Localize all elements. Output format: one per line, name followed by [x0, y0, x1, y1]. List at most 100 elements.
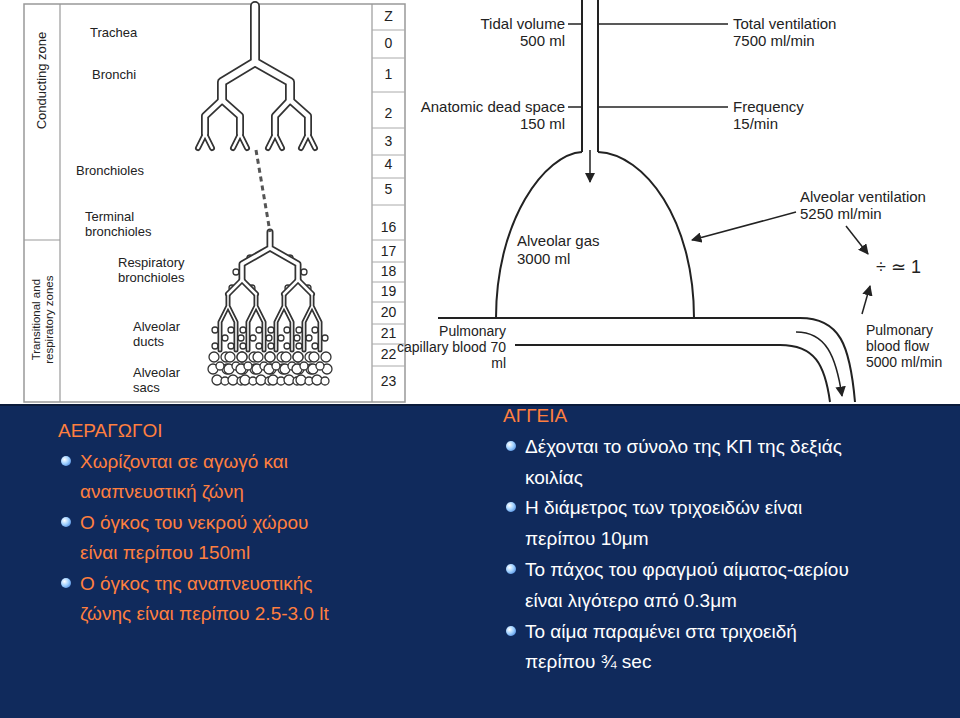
airway-wall: [242, 232, 298, 280]
alveolus: [321, 352, 331, 362]
grid-line: [372, 178, 405, 179]
alveolus: [256, 343, 262, 349]
alveolus: [284, 343, 290, 349]
alveolus: [312, 343, 318, 349]
alveolus: [256, 327, 262, 333]
alveolus: [272, 362, 280, 370]
alveolus: [321, 377, 329, 385]
dome-text: Alveolar gas3000 ml: [517, 232, 600, 268]
text-column: ΑΕΡΑΓΩΓΟΙΧωρίζονται σε αγωγό και αναπνευ…: [58, 416, 340, 630]
generation-number: 21: [372, 325, 405, 341]
airway-lumen: [268, 134, 282, 148]
alveolus: [228, 343, 234, 349]
zone-split: [24, 239, 60, 240]
figure-label: Pulmonary capillary blood 70 ml: [396, 323, 506, 371]
generation-number: 0: [372, 35, 405, 51]
grid-line: [372, 205, 405, 206]
airway-lumen: [198, 134, 212, 148]
figure-label: Bronchi: [92, 68, 136, 83]
generation-number: 19: [372, 283, 405, 299]
bullet-text: Η διάμετρος των τριχοειδών είναι περίπου…: [503, 493, 865, 555]
alveolus: [293, 352, 303, 362]
airway-wall: [228, 280, 312, 294]
section-heading: ΑΓΓΕΙΑ: [503, 401, 865, 432]
alveolus: [216, 362, 224, 370]
dashed-airway: [256, 150, 270, 232]
bullet-text: Το αίμα παραμένει στα τριχοειδή περίπου …: [503, 617, 865, 679]
figure-label: Alveolar sacs: [133, 366, 203, 396]
alveolus: [253, 352, 263, 362]
figure-label: Trachea: [90, 26, 137, 41]
z-grid: [372, 30, 405, 366]
alveolus: [309, 352, 319, 362]
grid-line: [372, 302, 405, 303]
node-text: 3000 ml: [517, 250, 600, 268]
airway-wall: [233, 134, 247, 148]
alveolus: [278, 335, 284, 341]
navy-panel: [0, 405, 960, 718]
bullet-text: Ο όγκος της αναπνευστικής ζώνης είναι πε…: [58, 569, 340, 630]
airway-lumen: [301, 134, 315, 148]
alveolus: [322, 335, 328, 341]
airway-wall: [268, 134, 282, 148]
alveolus: [296, 343, 302, 349]
ventilation-arrow: [692, 212, 796, 240]
alveolus: [268, 343, 274, 349]
zone-label: Conducting zone: [35, 20, 50, 140]
capillary-wall: [515, 345, 830, 402]
airway-lumen: [242, 232, 298, 280]
grid-line: [372, 324, 405, 325]
alveolus: [212, 327, 218, 333]
generation-number: 5: [372, 181, 405, 197]
generation-number: 18: [372, 263, 405, 279]
bullet-text: Δέχονται το σύνολο της ΚΠ της δεξιάς κοι…: [503, 432, 865, 494]
alveolus: [300, 362, 308, 370]
alveolus: [209, 352, 219, 362]
bullet-text: Ο όγκος του νεκρού χώρου είναι περίπου 1…: [58, 508, 340, 569]
figure-label: Total ventilation 7500 ml/min: [733, 15, 863, 50]
zone-divider: [59, 4, 60, 402]
grid-line: [372, 58, 405, 59]
generation-number: 20: [372, 304, 405, 320]
alveolus: [312, 327, 318, 333]
alveolus: [294, 335, 300, 341]
alveolus: [212, 343, 218, 349]
grid-line: [372, 128, 405, 129]
figure-label: Pulmonary blood flow 5000 ml/min: [866, 322, 956, 370]
generation-number: Z: [372, 8, 405, 24]
alveolus: [316, 362, 324, 370]
grid-line: [372, 240, 405, 241]
alveolus: [265, 352, 275, 362]
leader-line: [568, 106, 582, 108]
figure-label: Terminal bronchioles: [85, 210, 167, 240]
airway-wall: [198, 134, 212, 148]
section-heading: ΑΕΡΑΓΩΓΟΙ: [58, 416, 340, 447]
airway-lumen: [222, 6, 290, 100]
airway-wall: [304, 294, 320, 350]
alveolus: [240, 327, 246, 333]
alveolar-dome: Alveolar gas3000 ml: [495, 150, 695, 318]
airway-wall: [276, 294, 292, 350]
leader-line: [568, 23, 582, 25]
dome-line: [598, 152, 694, 318]
alveolus: [250, 335, 256, 341]
grid-line: [372, 282, 405, 283]
airway-lumen: [248, 294, 264, 350]
airway-wall: [205, 100, 308, 134]
alveolus: [266, 335, 272, 341]
generation-number: 4: [372, 156, 405, 172]
alveolus: [237, 352, 247, 362]
figure-label: Alveolar ducts: [133, 320, 203, 350]
generation-number: 2: [372, 105, 405, 121]
alveolus: [306, 335, 312, 341]
generation-number: 1: [372, 66, 405, 82]
figure-label: Frequency 15/min: [733, 98, 817, 133]
text-column: ΑΓΓΕΙΑΔέχονται το σύνολο της ΚΠ της δεξι…: [503, 401, 865, 678]
node-text: Alveolar gas: [517, 232, 600, 250]
figure-label: Alveolar ventilation 5250 ml/min: [800, 188, 945, 223]
figure-frame: [24, 4, 405, 402]
airway-wall: [222, 6, 290, 100]
alveolus: [222, 335, 228, 341]
leader-line: [598, 23, 728, 25]
